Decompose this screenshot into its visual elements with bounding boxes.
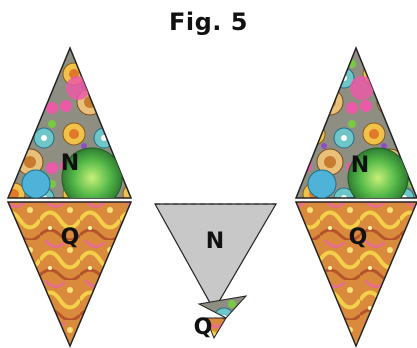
right-bottom-triangle: [294, 201, 417, 348]
right-diamond: N Q: [294, 45, 417, 348]
left-bottom-triangle: [6, 201, 133, 348]
middle-template-shape: [153, 203, 278, 312]
middle-small-fabric-tail: [205, 317, 227, 340]
middle-template: N Q: [153, 203, 278, 340]
right-top-label: N: [351, 153, 369, 178]
middle-top-label: N: [206, 229, 224, 254]
middle-bottom-label: Q: [194, 315, 213, 340]
middle-small-fabric-piece: [197, 295, 248, 319]
right-bottom-label: Q: [349, 225, 368, 250]
figure-title: Fig. 5: [169, 8, 248, 36]
left-top-label: N: [61, 151, 79, 176]
left-diamond: N Q: [6, 46, 133, 348]
left-bottom-label: Q: [61, 225, 80, 250]
